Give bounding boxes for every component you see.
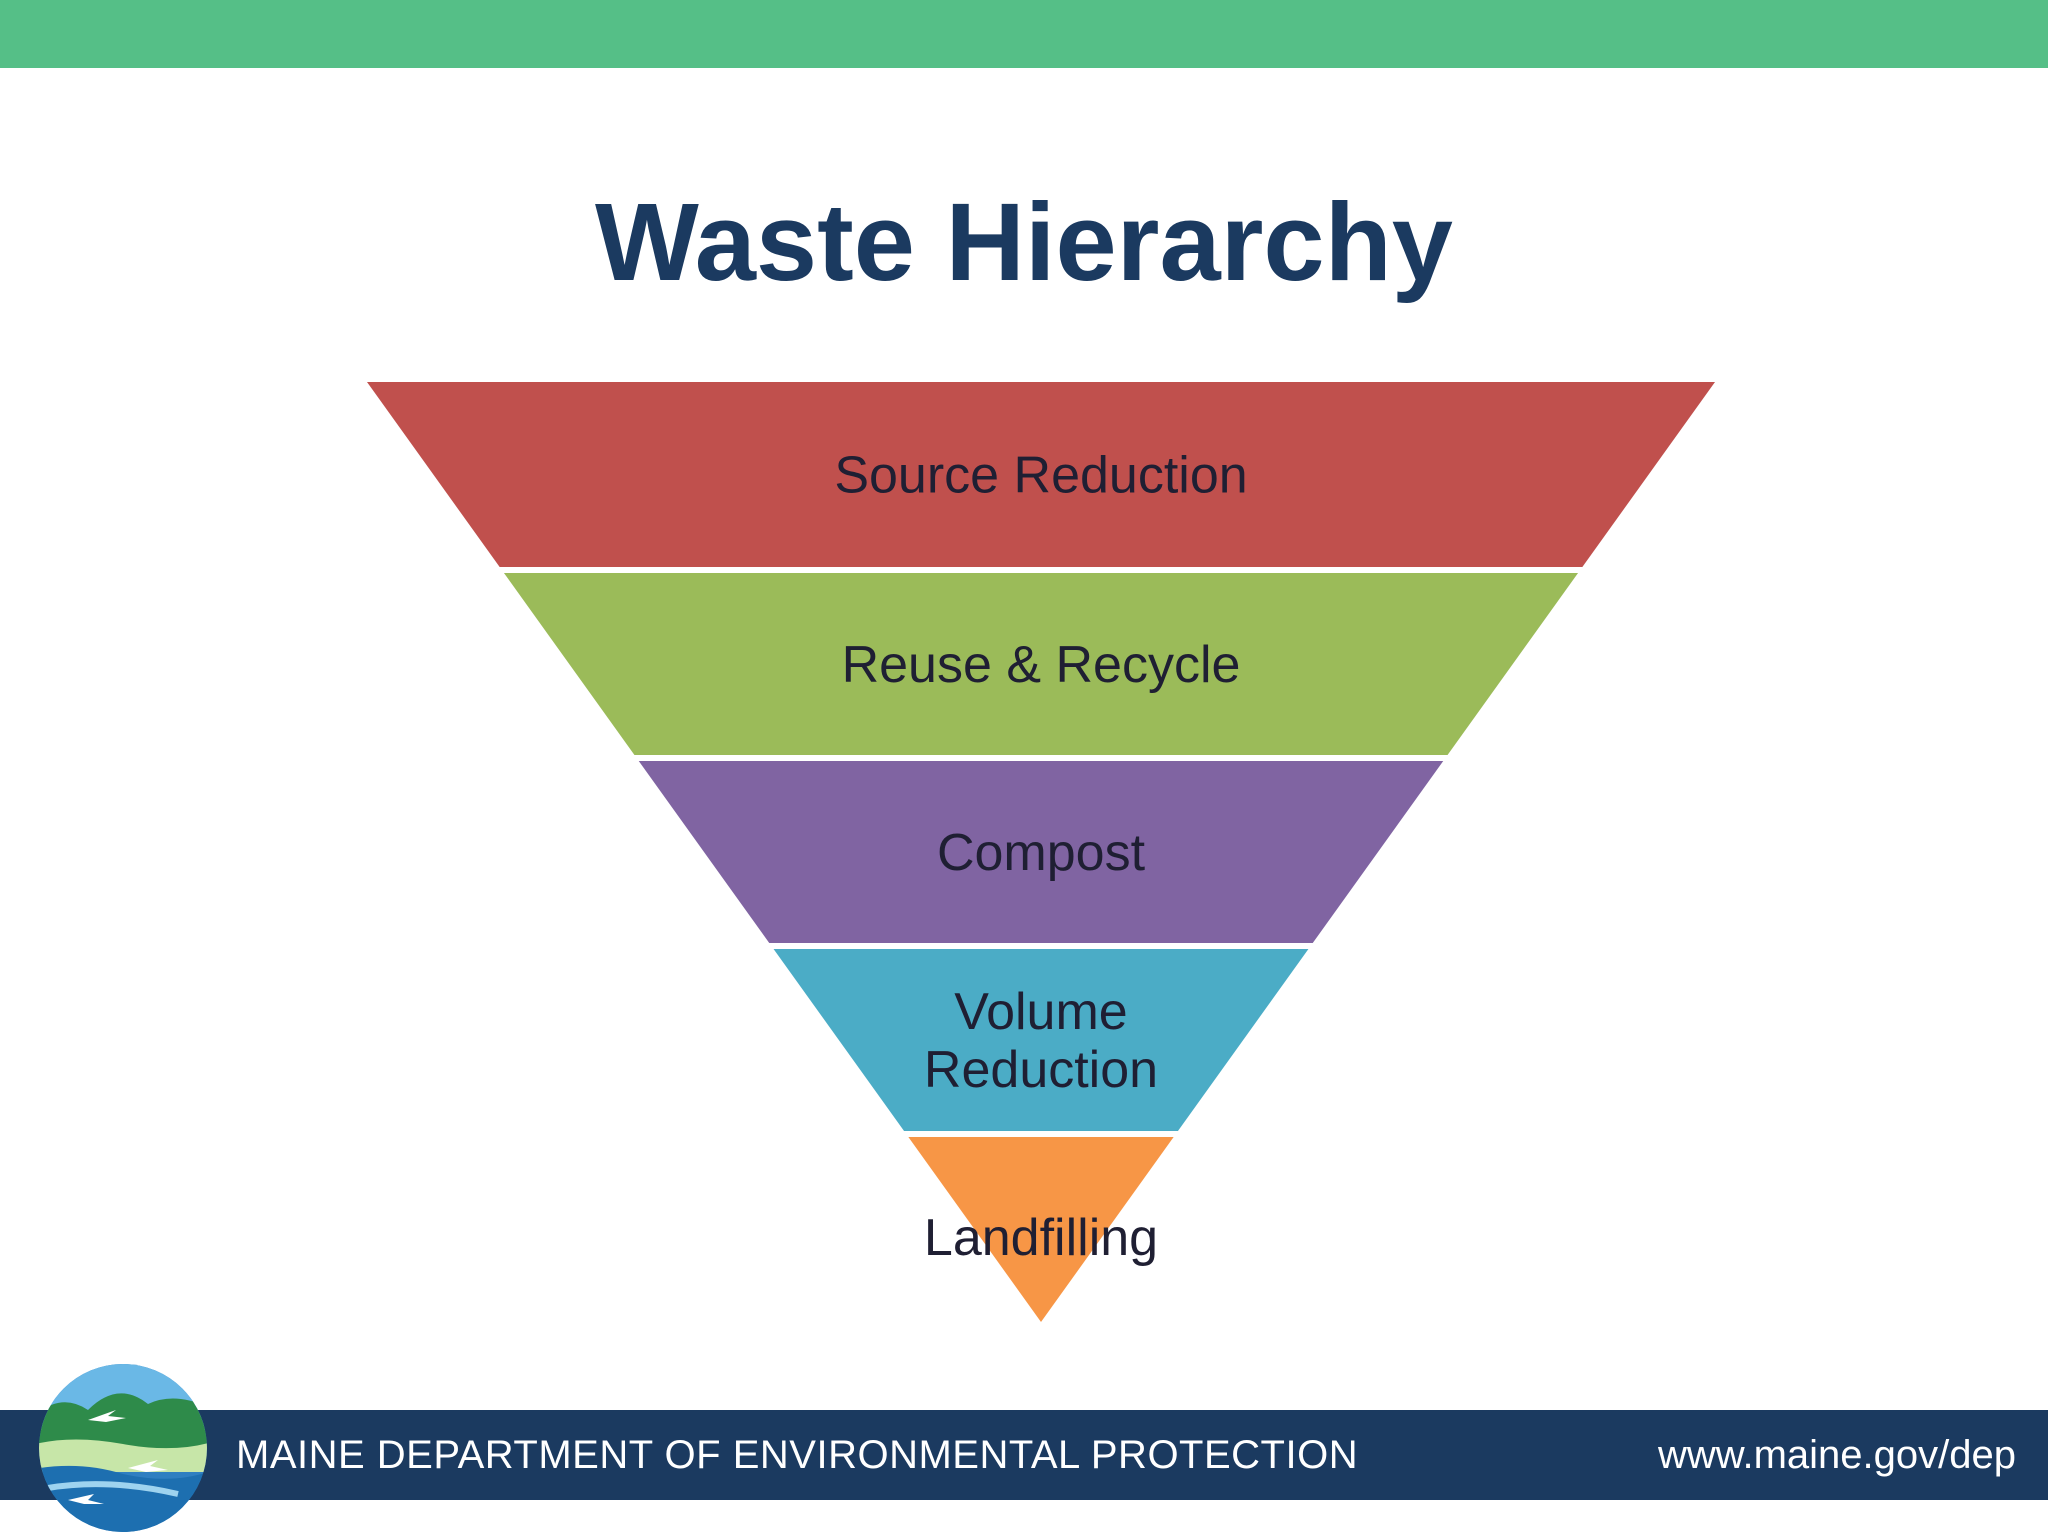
pyramid-tier-2 bbox=[503, 573, 1579, 755]
maine-dep-logo-icon bbox=[39, 1364, 207, 1532]
pyramid-tier-4 bbox=[773, 949, 1309, 1131]
pyramid-tier-1 bbox=[367, 382, 1715, 567]
top-accent-bar bbox=[0, 0, 2048, 68]
footer-website-link[interactable]: www.maine.gov/dep bbox=[1658, 1433, 2016, 1477]
pyramid-tier-1-label: Source Reduction bbox=[834, 447, 1247, 505]
pyramid-tier-3-label: Compost bbox=[937, 824, 1146, 882]
pyramid-tier-5 bbox=[908, 1137, 1174, 1322]
slide-title: Waste Hierarchy bbox=[595, 181, 1453, 304]
pyramid-tier-5-label: Landfilling bbox=[924, 1209, 1158, 1267]
footer-organization-name: MAINE DEPARTMENT OF ENVIRONMENTAL PROTEC… bbox=[236, 1433, 1359, 1477]
pyramid-tier-3 bbox=[638, 761, 1444, 943]
pyramid-tier-2-label: Reuse & Recycle bbox=[842, 636, 1241, 694]
footer-bar bbox=[0, 1410, 2048, 1500]
